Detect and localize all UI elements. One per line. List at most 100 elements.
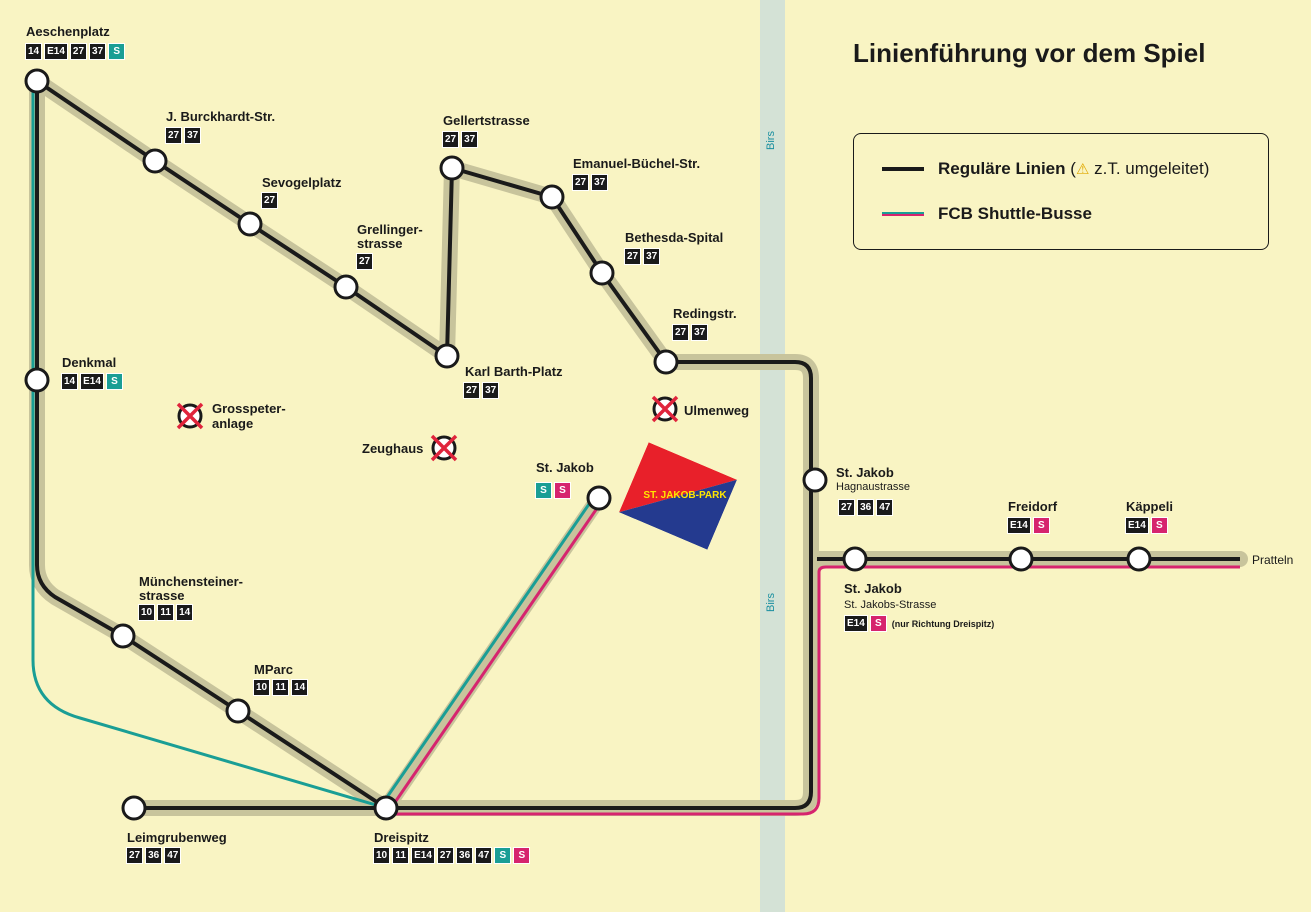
stop-burckhardt[interactable] [142,148,168,174]
river-label-bottom: Birs [765,593,777,612]
river-birs [760,0,785,912]
line-badge: 11 [272,679,290,696]
stop-emanuel[interactable] [539,184,565,210]
line-badge: 36 [857,499,875,516]
closed-stop-grosspeter-icon [176,402,204,430]
label-jakob-shuttle: St. Jakob [536,460,594,475]
label-zeughaus: Zeughaus [362,441,424,456]
legend: Reguläre Linien (⚠ z.T. umgeleitet) FCB … [853,133,1269,250]
line-27-37 [35,79,813,810]
line-badge: 27 [624,248,642,265]
shuttle-teal-west [31,84,387,810]
stop-mparc[interactable] [225,698,251,724]
line-badge: 14 [176,604,194,621]
badges-sevogelplatz: 27 [261,192,279,209]
badges-grellinger: 27 [356,253,374,270]
stop-karlbarth[interactable] [434,343,460,369]
line-badge: 27 [463,382,481,399]
label-kappeli: Käppeli [1126,499,1173,514]
map-title: Linienführung vor dem Spiel [853,38,1206,68]
label-munchensteiner: Münchensteiner- [139,574,244,589]
line-badge: 27 [261,192,279,209]
label-jakob-strasse: St. Jakob [844,581,902,596]
line-badge: S [513,847,531,864]
stop-bethesda[interactable] [589,260,615,286]
stadium-label: ST. JAKOB-PARK [643,490,727,501]
line-badge: 11 [392,847,410,864]
warning-triangle-icon: ⚠ [1075,161,1090,178]
line-badge: 10 [253,679,271,696]
label-burckhardt: J. Burckhardt-Str. [166,109,276,124]
stop-aeschenplatz[interactable] [24,68,50,94]
line-badge: 27 [572,174,590,191]
stop-gellertstrasse[interactable] [439,155,465,181]
badge-note: (nur Richtung Dreispitz) [891,618,995,629]
legend-regular-swatch [882,167,924,171]
stop-leimgrubenweg[interactable] [121,795,147,821]
stop-redingstr[interactable] [653,349,679,375]
line-badge: E14 [844,615,868,632]
label-sevogelplatz: Sevogelplatz [262,175,342,190]
closed-stops [176,395,679,462]
stop-dreispitz[interactable] [373,795,399,821]
closed-stop-zeughaus-icon [430,434,458,462]
line-badge: S [869,615,887,632]
line-badge: S [535,482,552,499]
stop-jakob-shuttle[interactable] [586,485,612,511]
stop-jakob-hagnau[interactable] [802,467,828,493]
line-badge: 37 [184,127,202,144]
shuttle-pink-east [389,565,1240,816]
line-badge: 27 [356,253,374,270]
line-badge: 14 [291,679,309,696]
line-badge: 27 [165,127,183,144]
line-badge: 47 [164,847,182,864]
stop-denkmal[interactable] [24,367,50,393]
line-badge: S [1032,517,1050,534]
stop-kappeli[interactable] [1126,546,1152,572]
label-emanuel: Emanuel-Büchel-Str. [573,156,701,171]
line-14 [35,81,388,810]
stop-sevogelplatz[interactable] [237,211,263,237]
legend-regular: Reguläre Linien (⚠ z.T. umgeleitet) [882,159,1209,179]
line-badge: E14 [1125,517,1149,534]
shuttle-teal-jakob [381,493,598,804]
sublabel-jakob-strasse: St. Jakobs-Strasse [844,599,937,611]
line-badge: 37 [89,43,107,60]
label-pratteln: Pratteln [1252,553,1294,567]
shuttle-pink-jakob [387,500,604,812]
shuttle-routes [31,84,1240,816]
line-badge: 27 [838,499,856,516]
legend-shuttle: FCB Shuttle-Busse [882,204,1092,224]
line-badge: 37 [461,131,479,148]
line-badge: 11 [157,604,175,621]
line-badge: 37 [643,248,661,265]
line-badge: 27 [442,131,460,148]
line-badge: 36 [456,847,474,864]
legend-regular-label: Reguläre Linien [938,159,1066,178]
stop-jakob-strasse[interactable] [842,546,868,572]
stop-freidorf[interactable] [1008,546,1034,572]
stops [24,68,1152,821]
label-dreispitz: Dreispitz [374,830,429,845]
label-ulmenweg: Ulmenweg [684,403,750,418]
line-badge: S [494,847,512,864]
label-grosspeter: Grosspeter- [212,401,286,416]
line-badge: 10 [138,604,156,621]
line-badge: 27 [672,324,690,341]
stop-grellinger[interactable] [333,274,359,300]
label-gellertstrasse: Gellertstrasse [443,113,530,128]
label-freidorf: Freidorf [1008,499,1058,514]
legend-shuttle-swatch [882,212,924,216]
label-karlbarth: Karl Barth-Platz [465,364,563,379]
stop-munchensteiner[interactable] [110,623,136,649]
